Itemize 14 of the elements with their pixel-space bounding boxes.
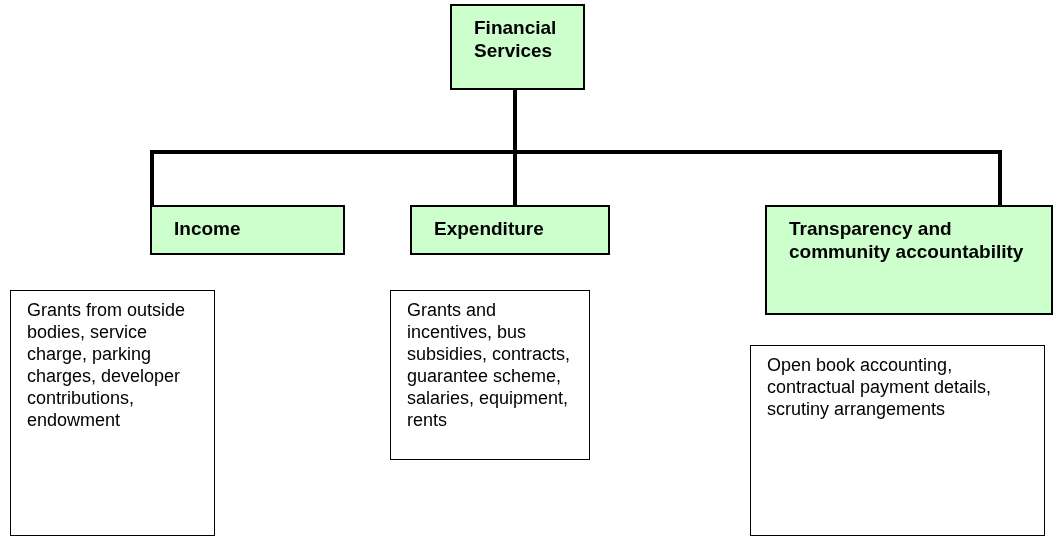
- box-heading: Income: [174, 217, 242, 240]
- category-box: [410, 205, 610, 255]
- description-box: [750, 345, 1045, 536]
- description-box: [10, 290, 215, 536]
- category-box: [150, 205, 345, 255]
- heading-box: [450, 4, 585, 90]
- box-heading: Expenditure: [434, 217, 545, 240]
- box-heading: Financial Services: [474, 16, 558, 62]
- description-box: [390, 290, 590, 460]
- box-text: Open book accounting, contractual payment details, scrutiny arrangements: [767, 354, 993, 420]
- box-text: Grants and incentives, bus subsidies, contracts, guarantee scheme, salaries, equipment, rents: [407, 299, 572, 431]
- box-heading: Transparency and community accountability: [789, 217, 1025, 263]
- box-text: Grants from outside bodies, service charge, parking charges, developer contributions, endowment: [27, 299, 187, 431]
- category-box: [765, 205, 1053, 315]
